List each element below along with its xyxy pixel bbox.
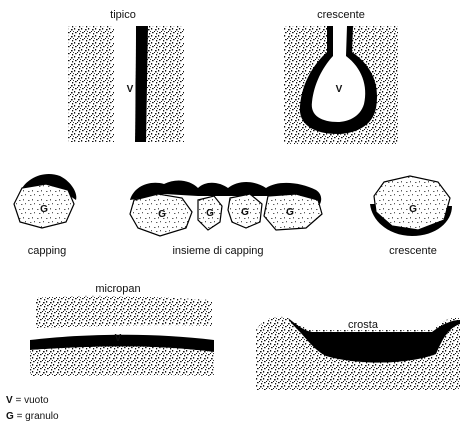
grain-label-3: G [241, 207, 249, 218]
panel-capping: G capping [14, 174, 76, 257]
legend-item-vuoto: V = vuoto [6, 395, 59, 407]
legend: V = vuoto G = granulo [6, 395, 59, 423]
panel-crescente-top: crescente V [284, 9, 398, 144]
grain-label-1: G [158, 209, 166, 220]
lower-soil-layer [30, 347, 214, 377]
title-crescente-top: crescente [317, 9, 365, 21]
coating-right-wall [135, 26, 148, 142]
upper-soil-layer [36, 296, 212, 328]
caption-crescente-grain: crescente [389, 245, 437, 257]
legend-key-v: V [6, 395, 13, 406]
legend-text-granulo: = granulo [17, 411, 59, 422]
panel-crosta: crosta [256, 317, 460, 390]
caption-insieme: insieme di capping [172, 245, 263, 257]
void-label-crescente: V [336, 84, 343, 95]
caption-capping: capping [28, 245, 67, 257]
grain-label-crescente: G [409, 204, 417, 215]
panel-insieme-capping: G G G G insieme di capping [130, 181, 322, 257]
title-tipico: tipico [110, 9, 136, 21]
grain-label-2: G [206, 208, 214, 219]
soil-matrix-right [142, 26, 184, 142]
panel-crescente-grain: G crescente [370, 176, 452, 257]
void-label-micropan: V [115, 333, 122, 344]
legend-key-g: G [6, 411, 14, 422]
void-label-tipico: V [127, 84, 134, 95]
legend-item-granulo: G = granulo [6, 411, 59, 423]
title-crosta: crosta [348, 319, 379, 331]
title-micropan: micropan [95, 283, 140, 295]
legend-text-vuoto: = vuoto [15, 395, 48, 406]
grain-label-4: G [286, 207, 294, 218]
panel-tipico: tipico V [68, 9, 184, 142]
soil-matrix-left [68, 26, 114, 142]
grain-label: G [40, 204, 48, 215]
panel-micropan: micropan V [30, 283, 214, 376]
